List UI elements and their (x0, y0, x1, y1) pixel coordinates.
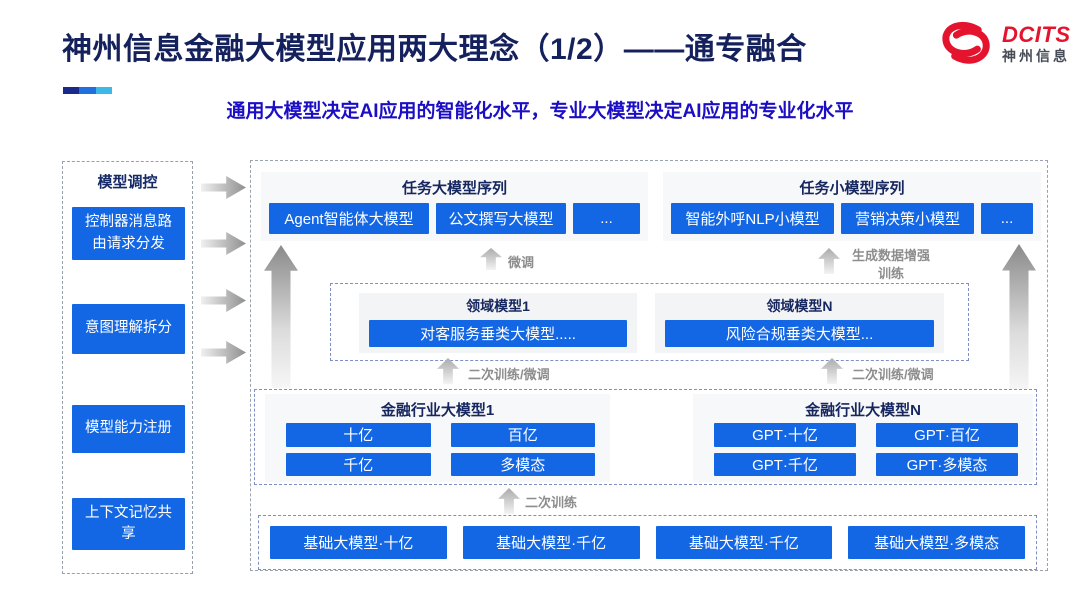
arrow-up-icon (480, 248, 502, 270)
sidebar-item-registry: 模型能力注册 (72, 405, 185, 453)
industry-models-box: 金融行业大模型1 十亿 百亿 千亿 多模态 金融行业大模型N GPT·十亿 GP… (254, 389, 1037, 485)
sidebar-item-router: 控制器消息路由请求分发 (72, 207, 185, 260)
task-large-model-group: 任务大模型序列 Agent智能体大模型 公文撰写大模型 ... (261, 172, 648, 241)
industry-model-1-group: 金融行业大模型1 十亿 百亿 千亿 多模态 (265, 394, 610, 482)
domain-models-box: 领域模型1 对客服务垂类大模型..... 领域模型N 风险合规垂类大模型... (330, 283, 969, 361)
logo-brand: DCITS (1002, 21, 1071, 47)
model-node: 基础大模型·千亿 (655, 526, 833, 559)
domain-model-1-group: 领域模型1 对客服务垂类大模型..... (359, 293, 637, 353)
arrow-up-tall-icon (1002, 244, 1036, 391)
accent-segment (63, 87, 79, 94)
model-node: 基础大模型·千亿 (462, 526, 640, 559)
model-node: 基础大模型·多模态 (848, 526, 1025, 559)
label-retrain-finetune: 二次训练/微调 (468, 367, 550, 382)
label-fine-tune: 微调 (508, 255, 535, 270)
model-grid: 十亿 百亿 千亿 多模态 (286, 423, 595, 476)
model-node: 风险合规垂类大模型... (665, 320, 934, 347)
model-grid: GPT·十亿 GPT·百亿 GPT·千亿 GPT·多模态 (714, 423, 1018, 476)
model-control-panel: 模型调控 控制器消息路由请求分发 意图理解拆分 模型能力注册 上下文记忆共享 (62, 161, 193, 574)
model-row: Agent智能体大模型 公文撰写大模型 ... (269, 203, 640, 234)
flow-arrow-right-icon (201, 176, 246, 199)
model-node: 千亿 (286, 452, 431, 476)
label-data-augment: 生成数据增强训练 (851, 248, 930, 282)
domain-model-n-group: 领域模型N 风险合规垂类大模型... (655, 293, 944, 353)
logo-text: DCITS 神州信息 (1002, 23, 1071, 64)
arrow-up-tall-icon (264, 245, 298, 388)
arrow-up-icon (498, 488, 520, 514)
task-small-model-group: 任务小模型序列 智能外呼NLP小模型 营销决策小模型 ... (663, 172, 1041, 241)
label-retrain: 二次训练 (525, 495, 578, 510)
company-logo: DCITS 神州信息 (938, 20, 1071, 66)
model-node-ellipsis: ... (981, 203, 1033, 234)
model-node: 基础大模型·十亿 (270, 526, 447, 559)
model-node: 公文撰写大模型 (436, 203, 566, 234)
model-node: 对客服务垂类大模型..... (369, 320, 627, 347)
diagram-area: 任务大模型序列 Agent智能体大模型 公文撰写大模型 ... 任务小模型序列 … (250, 160, 1048, 571)
group-title: 任务大模型序列 (401, 180, 507, 197)
model-node: 百亿 (450, 423, 595, 447)
arrow-up-icon (437, 358, 459, 384)
logo-brand-cn: 神州信息 (1002, 47, 1070, 64)
flow-arrow-right-icon (201, 232, 246, 255)
model-node: 十亿 (286, 423, 431, 447)
flow-arrow-right-icon (201, 289, 246, 312)
group-title: 任务小模型序列 (799, 180, 905, 197)
model-node: 多模态 (450, 452, 595, 476)
model-node-ellipsis: ... (573, 203, 640, 234)
label-retrain-finetune: 二次训练/微调 (852, 367, 934, 382)
group-title: 金融行业大模型N (805, 402, 921, 419)
sidebar-item-intent: 意图理解拆分 (72, 304, 185, 354)
base-models-box: 基础大模型·十亿 基础大模型·千亿 基础大模型·千亿 基础大模型·多模态 (258, 515, 1037, 570)
page-title: 神州信息金融大模型应用两大理念（1/2）——通专融合 (62, 33, 807, 66)
model-node: 智能外呼NLP小模型 (671, 203, 834, 234)
arrow-up-icon (818, 248, 840, 274)
model-row: 智能外呼NLP小模型 营销决策小模型 ... (671, 203, 1033, 234)
group-title: 领域模型1 (466, 298, 530, 314)
group-title: 领域模型N (766, 298, 833, 314)
flow-arrow-right-icon (201, 341, 246, 364)
sidebar-title: 模型调控 (97, 174, 158, 191)
accent-segment (79, 87, 96, 94)
group-title: 金融行业大模型1 (380, 402, 495, 419)
accent-bar (63, 87, 112, 94)
arrow-up-icon (821, 358, 843, 384)
model-node: GPT·千亿 (714, 452, 856, 476)
logo-swirl-icon (942, 21, 990, 64)
industry-model-n-group: 金融行业大模型N GPT·十亿 GPT·百亿 GPT·千亿 GPT·多模态 (693, 394, 1033, 482)
model-node: GPT·多模态 (876, 452, 1018, 476)
slide-subtitle: 通用大模型决定AI应用的智能化水平，专业大模型决定AI应用的专业化水平 (226, 101, 854, 122)
model-node: Agent智能体大模型 (269, 203, 429, 234)
model-node: 营销决策小模型 (841, 203, 974, 234)
model-node: GPT·百亿 (876, 423, 1018, 447)
sidebar-item-context: 上下文记忆共享 (72, 498, 185, 550)
accent-segment (96, 87, 112, 94)
model-node: GPT·十亿 (714, 423, 856, 447)
